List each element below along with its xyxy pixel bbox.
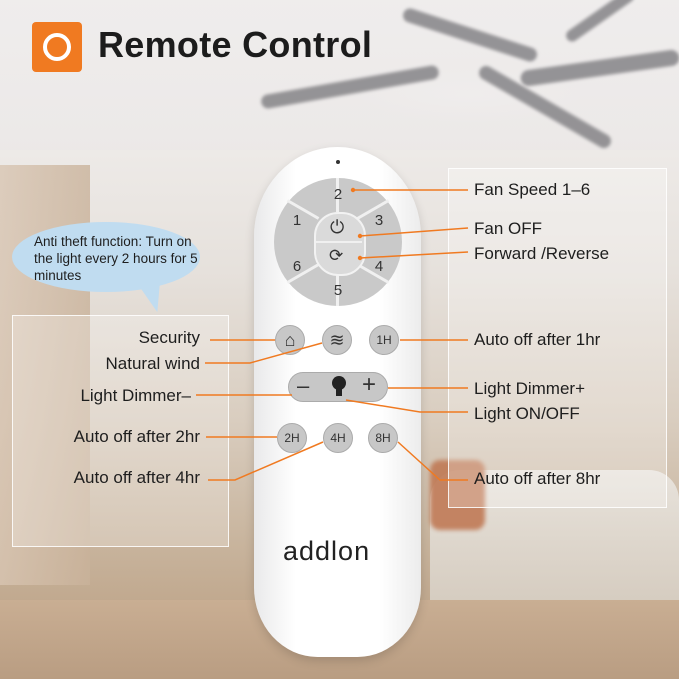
wind-icon: ≋ bbox=[329, 329, 345, 350]
power-icon[interactable]: ⏻ bbox=[330, 217, 345, 237]
label-light-dimmer-minus: Light Dimmer– bbox=[80, 386, 191, 405]
power-reverse-button[interactable] bbox=[314, 212, 366, 276]
auto-off-2h-button[interactable]: 2H bbox=[277, 423, 307, 453]
anti-theft-bubble bbox=[12, 222, 200, 292]
label-fan-speed: Fan Speed 1–6 bbox=[474, 180, 591, 199]
page-title: Remote Control bbox=[98, 24, 373, 65]
label-natural-wind: Natural wind bbox=[105, 354, 201, 373]
auto-off-4h-button[interactable]: 4H bbox=[323, 423, 353, 453]
dial-divider bbox=[336, 178, 339, 212]
auto-off-8h-button[interactable]: 8H bbox=[368, 423, 398, 453]
label-light-dimmer-plus: Light Dimmer+ bbox=[474, 379, 586, 398]
left-labels-panel bbox=[12, 315, 229, 547]
speed-5-button[interactable]: 5 bbox=[333, 282, 343, 299]
home-icon: ⌂ bbox=[284, 329, 296, 350]
speed-6-button[interactable]: 6 bbox=[292, 258, 302, 275]
bulb-icon[interactable] bbox=[332, 376, 346, 390]
dimmer-plus-button[interactable]: + bbox=[362, 371, 377, 398]
label-security: Security bbox=[138, 328, 200, 347]
natural-wind-button[interactable]: ≋ bbox=[322, 325, 352, 355]
label-forward-reverse: Forward /Reverse bbox=[474, 244, 610, 263]
reverse-icon[interactable]: ⟳ bbox=[329, 246, 344, 265]
anti-theft-text: Anti theft function: Turn on the light e… bbox=[34, 234, 198, 283]
label-auto-off-2hr: Auto off after 2hr bbox=[73, 427, 200, 446]
brand-logo-icon bbox=[32, 22, 82, 72]
speed-4-button[interactable]: 4 bbox=[374, 258, 384, 275]
label-fan-off: Fan OFF bbox=[474, 219, 543, 238]
pillow bbox=[430, 460, 485, 530]
right-labels-panel bbox=[448, 168, 667, 508]
speed-3-button[interactable]: 3 bbox=[374, 212, 384, 229]
speed-2-button[interactable]: 2 bbox=[333, 186, 343, 203]
dial-divider bbox=[336, 272, 339, 306]
brand-name: addlon bbox=[283, 536, 371, 566]
label-light-on-off: Light ON/OFF bbox=[474, 404, 580, 423]
ir-emitter bbox=[336, 160, 340, 164]
speed-1-button[interactable]: 1 bbox=[292, 212, 302, 229]
auto-off-1h-button[interactable]: 1H bbox=[369, 325, 399, 355]
label-auto-off-4hr: Auto off after 4hr bbox=[73, 468, 200, 487]
center-divider bbox=[316, 241, 362, 243]
bulb-base bbox=[336, 389, 342, 396]
dimmer-minus-button[interactable]: – bbox=[297, 373, 310, 398]
label-auto-off-1hr: Auto off after 1hr bbox=[474, 330, 601, 349]
security-button[interactable]: ⌂ bbox=[275, 325, 305, 355]
label-auto-off-8hr: Auto off after 8hr bbox=[474, 469, 601, 488]
